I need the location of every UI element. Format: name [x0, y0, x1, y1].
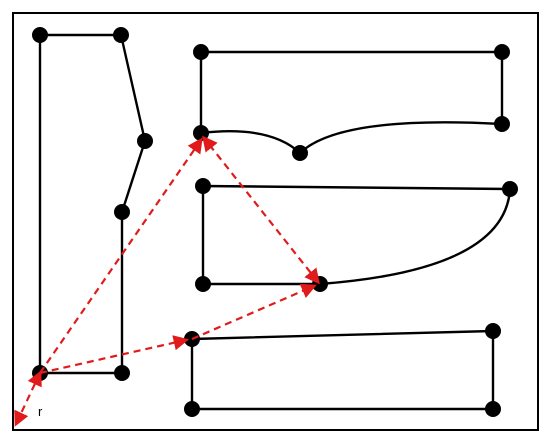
node — [114, 365, 130, 381]
node — [485, 401, 501, 417]
middle-shape-outline — [201, 184, 512, 286]
arrow-middle-to-top-shape — [202, 135, 320, 285]
arrow-node-to-bottom-rectangle — [39, 335, 190, 375]
node — [193, 44, 209, 60]
node — [494, 116, 510, 132]
arrow-origin-to-node — [14, 370, 42, 427]
node — [485, 323, 501, 339]
visibility-arrows — [14, 135, 320, 427]
node — [195, 178, 211, 194]
node — [184, 401, 200, 417]
node — [32, 27, 48, 43]
node — [113, 27, 129, 43]
diagram-border — [12, 12, 539, 431]
node — [137, 133, 153, 149]
node — [195, 276, 211, 292]
node — [494, 44, 510, 60]
node — [502, 181, 518, 197]
arrow-bottom-to-middle-shape — [191, 283, 317, 341]
origin-label: r — [38, 404, 43, 419]
node — [292, 145, 308, 161]
node — [114, 204, 130, 220]
node — [193, 125, 209, 141]
